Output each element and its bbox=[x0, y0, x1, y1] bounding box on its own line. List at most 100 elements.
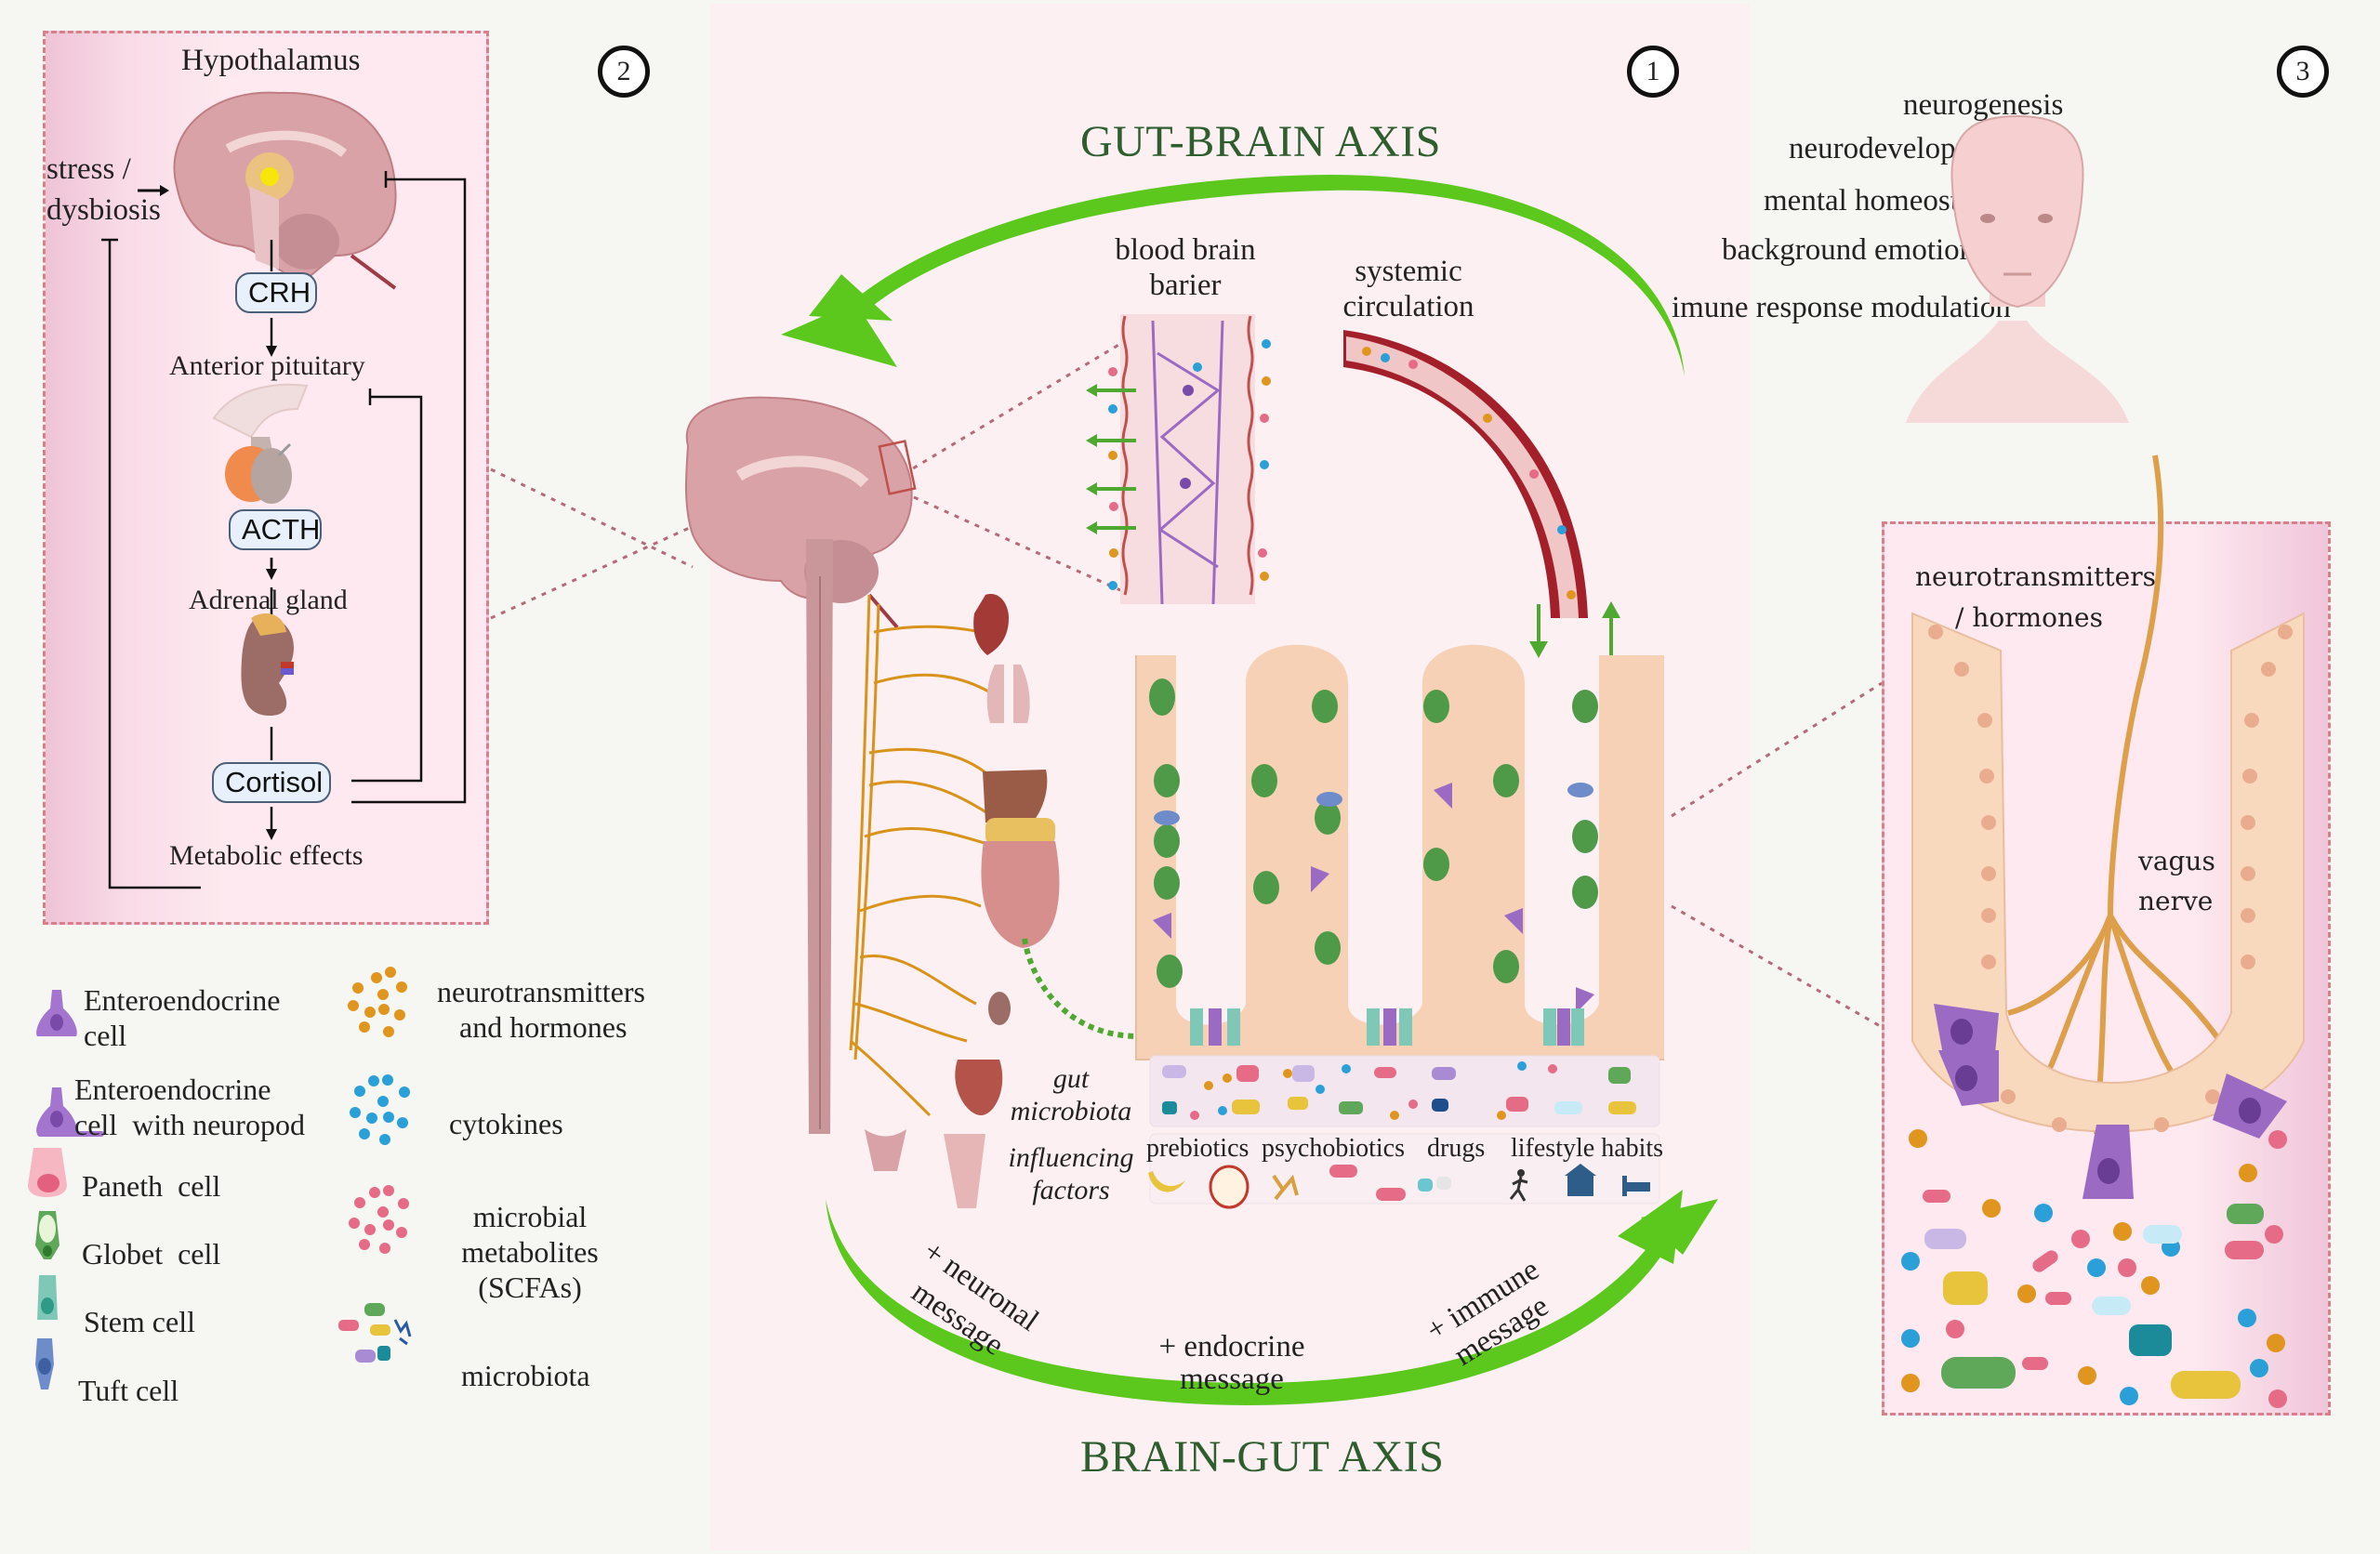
function-neurogenesis: neurogenesis bbox=[1903, 88, 2064, 122]
microbiota-icon bbox=[338, 1303, 412, 1363]
paneth-cell-icon bbox=[28, 1148, 67, 1197]
acth-box: ACTH bbox=[229, 509, 322, 550]
anterior-pituitary-label: Anterior pituitary bbox=[169, 350, 365, 381]
stem-cell-icon bbox=[37, 1275, 58, 1320]
heart-icon bbox=[973, 594, 1009, 655]
legend-cytokines-label: cytokines bbox=[449, 1107, 563, 1140]
influencing-label-2: factors bbox=[1032, 1175, 1110, 1205]
probiotic-capsules-icon bbox=[1329, 1165, 1406, 1201]
endocrine-message-line1: + endocrine bbox=[1158, 1330, 1305, 1363]
vagus-nerve-icon bbox=[2007, 454, 2229, 1135]
legend-paneth-label: Paneth cell bbox=[82, 1169, 221, 1203]
brain-gut-axis-title: BRAIN-GUT AXIS bbox=[1080, 1432, 1445, 1482]
endocrine-message-line2: message bbox=[1180, 1363, 1284, 1396]
male-reproductive-icon bbox=[944, 1134, 985, 1208]
influencing-factors-icons bbox=[1148, 1133, 1660, 1209]
legend-metabolites-label-2: metabolites bbox=[461, 1235, 599, 1269]
legend-metabolites-label-3: (SCFAs) bbox=[478, 1271, 582, 1304]
adrenal-kidney-icon bbox=[241, 613, 294, 716]
lungs-icon bbox=[986, 665, 1030, 723]
panel-badge-1: 1 bbox=[1627, 46, 1679, 98]
nt-hormones-label-1: neurotransmitters bbox=[1915, 561, 2156, 592]
hpa-arrowheads bbox=[266, 346, 277, 840]
function-immune-modulation: imune response modulation bbox=[1672, 291, 2011, 324]
gut-brain-arrow-icon bbox=[781, 175, 1685, 376]
nt-hormones-label-2: / hormones bbox=[1955, 602, 2103, 633]
hpa-flow-lines bbox=[101, 171, 467, 889]
factor-psychobiotics: psychobiotics bbox=[1262, 1134, 1405, 1163]
pituitary-gland-icon bbox=[212, 383, 309, 504]
factor-lifestyle-habits: lifestyle habits bbox=[1511, 1134, 1664, 1163]
apple-icon bbox=[1209, 1165, 1250, 1209]
tuft-cell-icon bbox=[35, 1338, 54, 1389]
blood-brain-barrier-icon bbox=[1086, 314, 1271, 605]
human-head-icon bbox=[1906, 114, 2129, 423]
lumen-microbiota-icon bbox=[1901, 1129, 2287, 1408]
gut-brain-axis-title: GUT-BRAIN AXIS bbox=[1080, 117, 1441, 166]
bbb-label-line1: blood brain bbox=[1115, 233, 1256, 267]
factor-drugs: drugs bbox=[1427, 1134, 1486, 1163]
factor-prebiotics: prebiotics bbox=[1146, 1134, 1250, 1163]
gut-microbiota-strip bbox=[1149, 1055, 1660, 1127]
banana-icon bbox=[1148, 1171, 1185, 1192]
circulation-label-line2: circulation bbox=[1342, 290, 1474, 323]
legend-tuft-label: Tuft cell bbox=[78, 1374, 179, 1407]
legend-neuropod-label-1: Enteroendocrine bbox=[74, 1073, 271, 1106]
zoom-connector-lines bbox=[490, 342, 1883, 1029]
adrenal-gland-label: Adrenal gland bbox=[189, 585, 348, 615]
stress-arrow bbox=[138, 185, 169, 196]
hypothalamus-brain-icon bbox=[173, 91, 397, 290]
school-building-icon bbox=[1565, 1164, 1596, 1196]
intestinal-villi-icon bbox=[1135, 644, 1664, 1060]
cytokine-dots-icon bbox=[350, 1074, 410, 1145]
legend-microbiota-label: microbiota bbox=[461, 1359, 590, 1392]
crh-box: CRH bbox=[235, 272, 317, 313]
legend-neuropod-label-2: cell with neuropod bbox=[74, 1108, 305, 1141]
gut-signal-dotted-arrow bbox=[1022, 938, 1140, 1039]
bladder-icon bbox=[955, 1060, 1003, 1115]
legend-icons bbox=[28, 967, 412, 1389]
legend-enteroendocrine-label-2: cell bbox=[84, 1019, 127, 1052]
gut-microbiota-label-2: microbiota bbox=[1010, 1096, 1132, 1126]
gut-microbiota-label-1: gut bbox=[1052, 1063, 1090, 1094]
brain-gut-arrow-icon bbox=[826, 1190, 1718, 1405]
bbb-label-line2: barier bbox=[1149, 269, 1222, 302]
vagus-label-1: vagus bbox=[2138, 846, 2215, 876]
panel-badge-2: 2 bbox=[598, 46, 650, 98]
function-background-emotions: background emotions bbox=[1722, 233, 1988, 267]
badge-number: 2 bbox=[616, 56, 631, 86]
neurotransmitter-dots-icon bbox=[348, 967, 407, 1037]
legend-stem-label: Stem cell bbox=[84, 1305, 195, 1338]
circulation-exchange-arrows bbox=[1529, 601, 1620, 660]
running-person-icon bbox=[1509, 1169, 1528, 1202]
circulation-label-line1: systemic bbox=[1355, 255, 1462, 288]
badge-number: 1 bbox=[1646, 56, 1660, 86]
badge-number: 3 bbox=[2295, 56, 2310, 86]
enteroendocrine-cell-icon bbox=[36, 990, 77, 1036]
stress-label-line2: dysbiosis bbox=[46, 193, 161, 227]
uterus-icon bbox=[865, 1129, 906, 1171]
digestive-organs-icon bbox=[981, 770, 1060, 948]
villus-epithelium-icon bbox=[1911, 612, 2305, 1199]
blood-vessel-icon bbox=[1343, 330, 1588, 618]
metabolic-effects-label: Metabolic effects bbox=[169, 840, 364, 871]
stress-label-line1: stress / bbox=[46, 152, 131, 186]
legend-goblet-label: Globet cell bbox=[82, 1237, 221, 1271]
vagus-label-2: nerve bbox=[2138, 886, 2214, 916]
psychobiotic-bacteria-icon bbox=[1272, 1174, 1299, 1201]
metabolite-dots-icon bbox=[349, 1185, 409, 1254]
drug-pill-icon bbox=[1418, 1177, 1451, 1192]
enteroendocrine-neuropod-icon bbox=[36, 1087, 104, 1137]
bed-icon bbox=[1622, 1176, 1650, 1196]
influencing-label-1: influencing bbox=[1008, 1142, 1134, 1173]
legend-neurotransmitters-label-1: neurotransmitters bbox=[437, 975, 645, 1008]
legend-enteroendocrine-label-1: Enteroendocrine bbox=[84, 983, 281, 1017]
goblet-cell-icon bbox=[35, 1211, 60, 1259]
kidney-icon bbox=[988, 992, 1011, 1025]
hypothalamus-label: Hypothalamus bbox=[181, 44, 361, 77]
legend-neurotransmitters-label-2: and hormones bbox=[459, 1010, 628, 1044]
cortisol-box: Cortisol bbox=[212, 762, 331, 803]
